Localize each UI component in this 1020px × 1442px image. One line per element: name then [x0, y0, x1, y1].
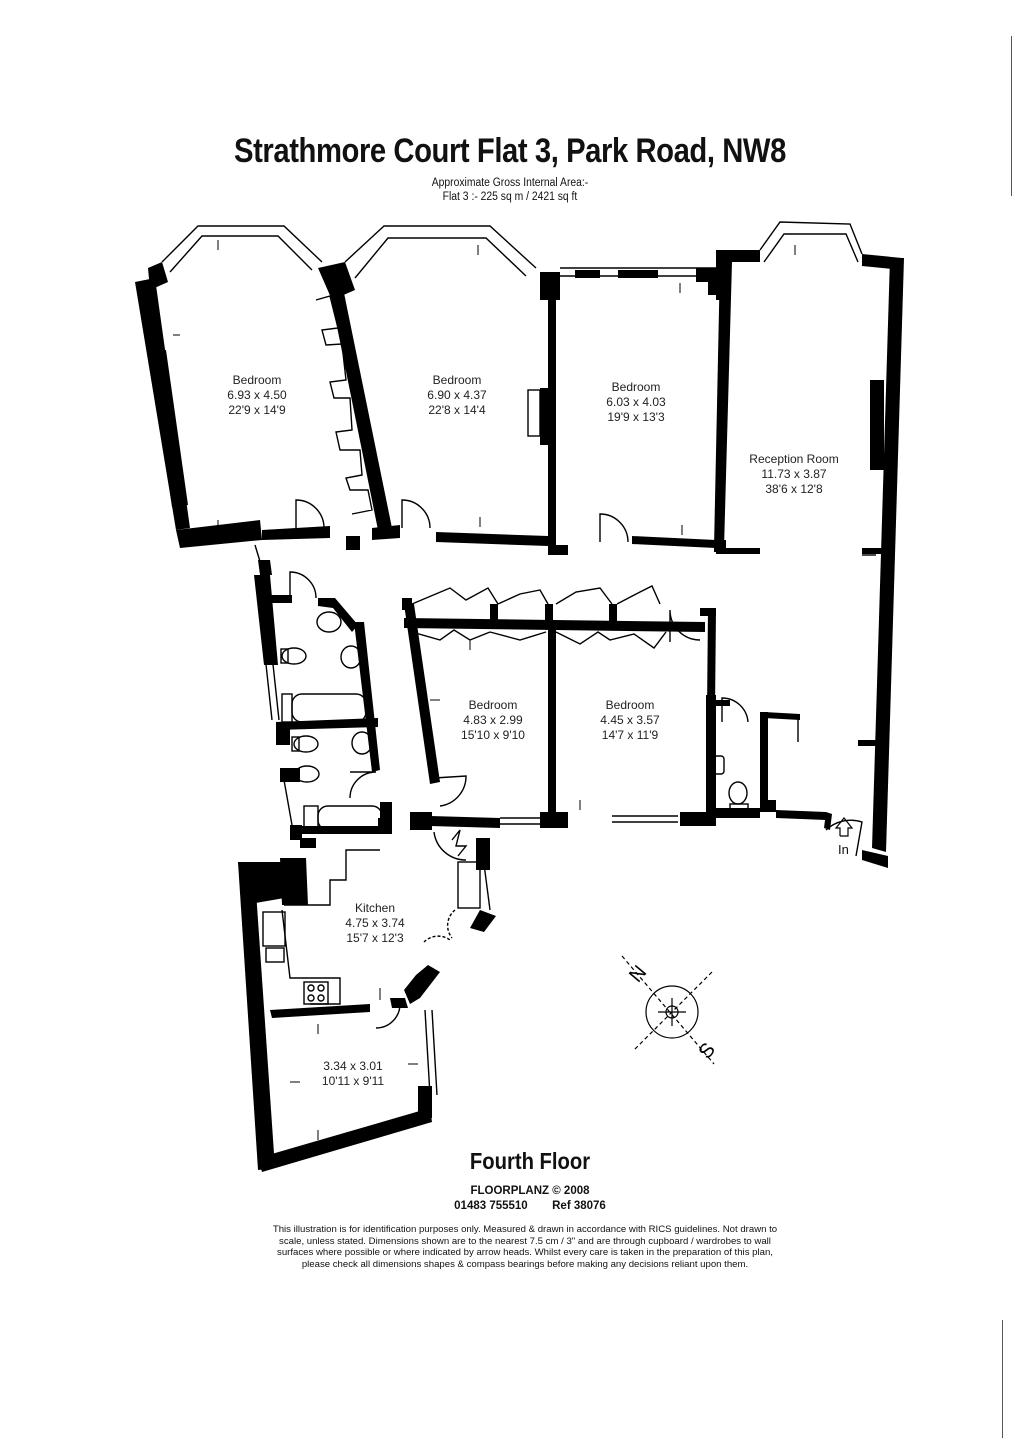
room-imperial: 15'7 x 12'3: [346, 931, 404, 945]
walls: [135, 250, 904, 1172]
room-imperial: 15'10 x 9'10: [461, 728, 525, 742]
room-name: Kitchen: [354, 901, 396, 915]
room-metric: 6.93 x 4.50: [227, 388, 287, 402]
room-metric: 4.83 x 2.99: [463, 713, 523, 727]
room-imperial: 19'9 x 13'3: [607, 410, 665, 424]
phone-number: 01483 755510: [454, 1200, 528, 1212]
room-imperial: 38'6 x 12'8: [765, 482, 823, 496]
room-reception: Reception Room 11.73 x 3.87 38'6 x 12'8: [749, 452, 838, 497]
room-name: Bedroom: [611, 380, 661, 394]
svg-text:S: S: [694, 1039, 719, 1063]
room-name: Reception Room: [749, 452, 839, 466]
room-kitchen: Kitchen 4.75 x 3.74 15'7 x 12'3: [345, 901, 404, 946]
room-unnamed: 3.34 x 3.01 10'11 x 9'11: [322, 1059, 384, 1089]
room-metric: 4.75 x 3.74: [345, 916, 405, 930]
room-bedroom-2: Bedroom 6.90 x 4.37 22'8 x 14'4: [427, 373, 486, 418]
company-name: FLOORPLANZ © 2008: [470, 1185, 590, 1197]
room-metric: 4.45 x 3.57: [600, 713, 660, 727]
area-label: Approximate Gross Internal Area:-: [431, 177, 589, 189]
svg-text:N: N: [625, 962, 651, 987]
scan-edge-mark: [1011, 36, 1012, 196]
room-name: Bedroom: [232, 373, 282, 387]
plan-title: Strathmore Court Flat 3, Park Road, NW8: [234, 132, 786, 170]
room-imperial: 14'7 x 11'9: [601, 728, 659, 742]
room-bedroom-4: Bedroom 4.83 x 2.99 15'10 x 9'10: [461, 698, 525, 743]
entrance-label: In: [838, 842, 849, 857]
compass-rose-icon: N S: [621, 955, 720, 1065]
room-bedroom-5: Bedroom 4.45 x 3.57 14'7 x 11'9: [600, 698, 659, 743]
entrance-arrow-icon: [834, 817, 854, 837]
room-metric: 11.73 x 3.87: [761, 467, 827, 481]
floor-name: Fourth Floor: [469, 1148, 591, 1174]
room-imperial: 22'9 x 14'9: [228, 403, 286, 417]
disclaimer-text: This illustration is for identification …: [272, 1224, 778, 1270]
outlines: [161, 221, 876, 1096]
room-name: Bedroom: [605, 698, 655, 712]
dimension-markers: [173, 240, 796, 1140]
room-metric: 6.03 x 4.03: [606, 395, 666, 409]
room-metric: 3.34 x 3.01: [323, 1059, 383, 1073]
credits: FLOORPLANZ © 2008 01483 755510 Ref 38076: [0, 1184, 1020, 1214]
room-imperial: 22'8 x 14'4: [428, 403, 486, 417]
room-imperial: 10'11 x 9'11: [321, 1074, 385, 1088]
room-bedroom-3: Bedroom 6.03 x 4.03 19'9 x 13'3: [606, 380, 665, 425]
room-bedroom-1: Bedroom 6.93 x 4.50 22'9 x 14'9: [227, 373, 286, 418]
contact-line: 01483 755510 Ref 38076: [0, 1199, 1020, 1214]
area-summary: Approximate Gross Internal Area:- Flat 3…: [51, 176, 969, 204]
room-name: Bedroom: [468, 698, 518, 712]
area-value: Flat 3 :- 225 sq m / 2421 sq ft: [442, 191, 578, 203]
reference-number: Ref 38076: [552, 1200, 606, 1212]
room-name: Bedroom: [432, 373, 482, 387]
scan-edge-mark: [1002, 1320, 1003, 1438]
room-metric: 6.90 x 4.37: [427, 388, 487, 402]
